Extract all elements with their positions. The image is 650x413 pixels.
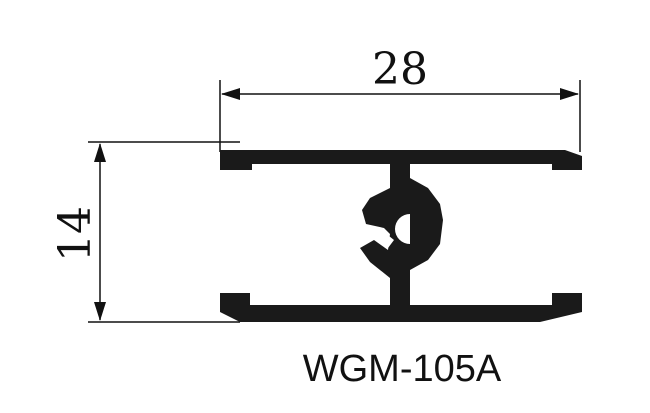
width-dimension-label: 28 [372, 44, 428, 95]
height-dimension-label: 14 [50, 206, 101, 262]
profile-cross-section [220, 150, 582, 322]
height-arrow-bottom [94, 302, 106, 321]
width-arrow-left [221, 88, 240, 100]
central-web [360, 162, 443, 307]
width-arrow-right [560, 88, 579, 100]
model-code-label: WGM-105A [303, 348, 502, 390]
boss-slot [378, 232, 394, 248]
bottom-flange [220, 293, 582, 322]
height-arrow-top [94, 143, 106, 162]
top-flange [220, 150, 582, 170]
